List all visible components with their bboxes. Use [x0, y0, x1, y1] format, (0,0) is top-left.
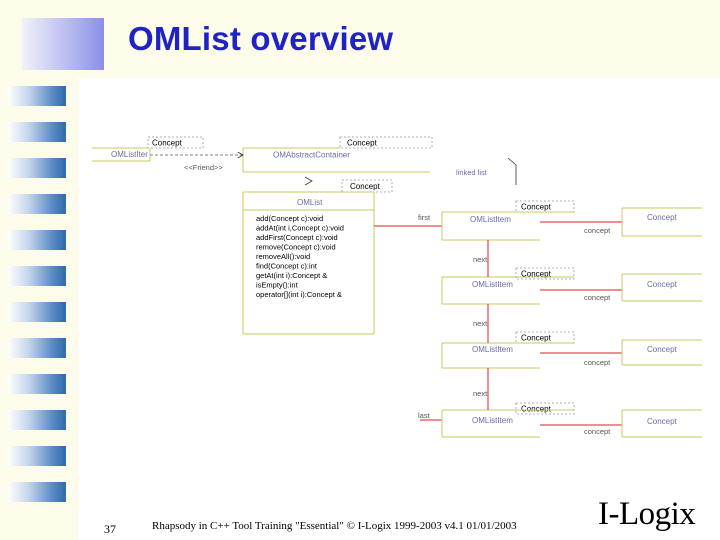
omlist-name: OMList [297, 198, 323, 207]
linked-list-connector [507, 157, 517, 185]
decorative-bar [8, 410, 66, 430]
concept-1: concept Concept [540, 207, 702, 237]
listitem-1: Concept OMListItem [441, 200, 575, 241]
omlist-class: Concept OMList add(Concept c):void addAt… [242, 179, 393, 335]
operation: remove(Concept c):void [256, 243, 336, 252]
omlist-param: Concept [350, 182, 381, 191]
decorative-square [22, 18, 104, 70]
svg-text:concept: concept [584, 358, 611, 367]
omlistiter-class: Concept OMListIter [92, 136, 204, 162]
abstractcontainer-class: Concept OMAbstractContainer [242, 136, 433, 173]
decorative-bar [8, 446, 66, 466]
svg-text:next: next [473, 389, 488, 398]
concept-3: concept Concept [540, 339, 702, 367]
svg-text:concept: concept [584, 226, 611, 235]
concept-2: concept Concept [540, 273, 702, 302]
svg-text:Concept: Concept [647, 213, 678, 222]
class-diagram: Concept OMListIter Concept OMAbstractCon… [92, 136, 702, 438]
operation: getAt(int i):Concept & [256, 271, 327, 280]
friend-label: <<Friend>> [184, 163, 223, 172]
svg-text:Concept: Concept [521, 203, 552, 212]
decorative-bar [8, 482, 66, 502]
decorative-bar [8, 86, 66, 106]
decorative-bar [8, 122, 66, 142]
decorative-bar [8, 266, 66, 286]
operation: add(Concept c):void [256, 214, 323, 223]
svg-text:next: next [473, 255, 488, 264]
svg-text:concept: concept [584, 293, 611, 302]
omlistiter-name: OMListIter [111, 150, 148, 159]
omlist-operations: add(Concept c):void addAt(int i,Concept … [256, 214, 346, 299]
next-associations: next next next [473, 240, 489, 410]
abstractcontainer-name: OMAbstractContainer [273, 151, 350, 160]
listitem-3: Concept OMListItem [441, 331, 575, 369]
svg-text:next: next [473, 319, 488, 328]
company-logo: I-Logix [598, 496, 696, 532]
listitem-4: Concept OMListItem [441, 402, 575, 438]
operation: removeAll():void [256, 252, 310, 261]
slide-title: OMList overview [128, 20, 394, 57]
decorative-bar [8, 374, 66, 394]
decorative-bar [8, 338, 66, 358]
inheritance-arrow [304, 176, 313, 186]
omlistiter-param: Concept [152, 139, 183, 148]
header-band [0, 0, 720, 78]
svg-text:OMListItem: OMListItem [472, 280, 513, 289]
decorative-bar [8, 158, 66, 178]
svg-text:concept: concept [584, 427, 611, 436]
svg-text:Concept: Concept [647, 417, 678, 426]
decorative-bar [8, 194, 66, 214]
first-label: first [418, 213, 431, 222]
svg-text:OMListItem: OMListItem [472, 345, 513, 354]
svg-text:OMListItem: OMListItem [470, 215, 511, 224]
footer-text: Rhapsody in C++ Tool Training "Essential… [152, 520, 517, 532]
concept-4: concept Concept [540, 409, 702, 438]
operation: isEmpty():int [256, 281, 299, 290]
decorative-bar [8, 230, 66, 250]
svg-text:Concept: Concept [647, 280, 678, 289]
operation: addFirst(Concept c):void [256, 233, 338, 242]
abstractcontainer-param: Concept [347, 139, 378, 148]
svg-text:Concept: Concept [647, 345, 678, 354]
svg-text:Concept: Concept [521, 405, 552, 414]
operation: operator[](int i):Concept & [256, 290, 342, 299]
operation: find(Concept c):int [256, 262, 318, 271]
linked-list-label: linked list [456, 168, 488, 177]
svg-text:Concept: Concept [521, 270, 552, 279]
operation: addAt(int i,Concept c):void [256, 224, 344, 233]
listitem-2: Concept OMListItem [441, 267, 575, 305]
page-number: 37 [104, 522, 116, 536]
decorative-bar [8, 302, 66, 322]
svg-text:Concept: Concept [521, 334, 552, 343]
svg-text:OMListItem: OMListItem [472, 416, 513, 425]
last-label: last [418, 411, 431, 420]
